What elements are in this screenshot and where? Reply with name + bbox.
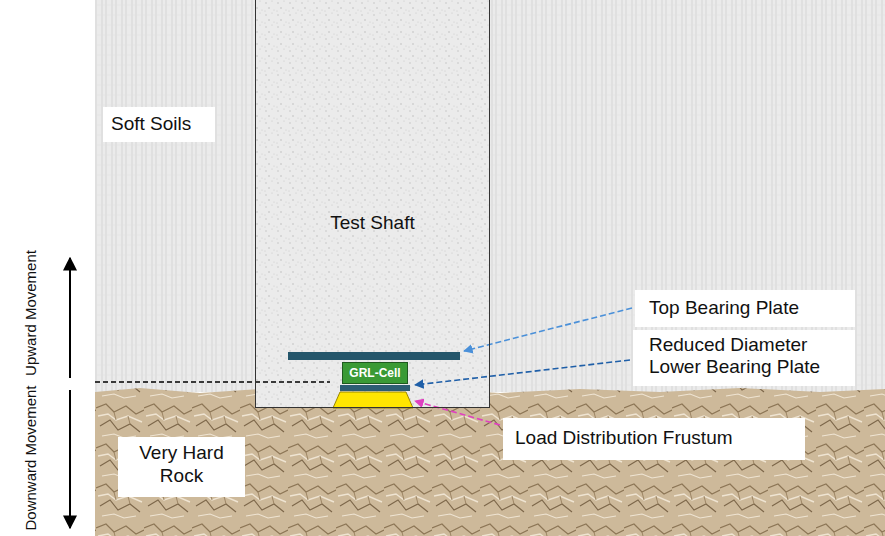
soil-label-box: Soft Soils — [103, 107, 215, 142]
test-shaft: Test ShaftGRL-Cell — [255, 0, 490, 408]
movement-label: Downward Movement — [22, 385, 39, 530]
rock-layer — [95, 388, 885, 536]
upward-arrow — [69, 258, 71, 378]
node-text: GRL-Cell — [345, 366, 405, 380]
leader-line — [415, 401, 500, 425]
callout-box: Reduced Diameter Lower Bearing Plate — [633, 330, 855, 386]
shaft-fill — [255, 0, 490, 408]
node-text: Very Hard Rock — [126, 442, 237, 488]
node-text: Soft Soils — [111, 113, 207, 136]
movement-label: Upward Movement — [22, 250, 39, 376]
load-frustum — [333, 392, 413, 408]
leader-line — [415, 360, 630, 385]
lower-bearing-plate — [340, 385, 410, 391]
top-bearing-plate — [288, 352, 460, 360]
callout-box: Top Bearing Plate — [635, 290, 855, 327]
node-text: Test Shaft — [264, 212, 481, 235]
callout-box: Load Distribution Frustum — [503, 418, 805, 460]
grl-cell: GRL-Cell — [342, 362, 408, 384]
node-text: Load Distribution Frustum — [515, 427, 793, 450]
reference-line — [95, 381, 330, 382]
rock-label-box: Very Hard Rock — [118, 437, 245, 497]
downward-arrow — [69, 390, 71, 528]
node-text: Reduced Diameter Lower Bearing Plate — [649, 334, 839, 378]
node-text: Top Bearing Plate — [649, 297, 841, 320]
